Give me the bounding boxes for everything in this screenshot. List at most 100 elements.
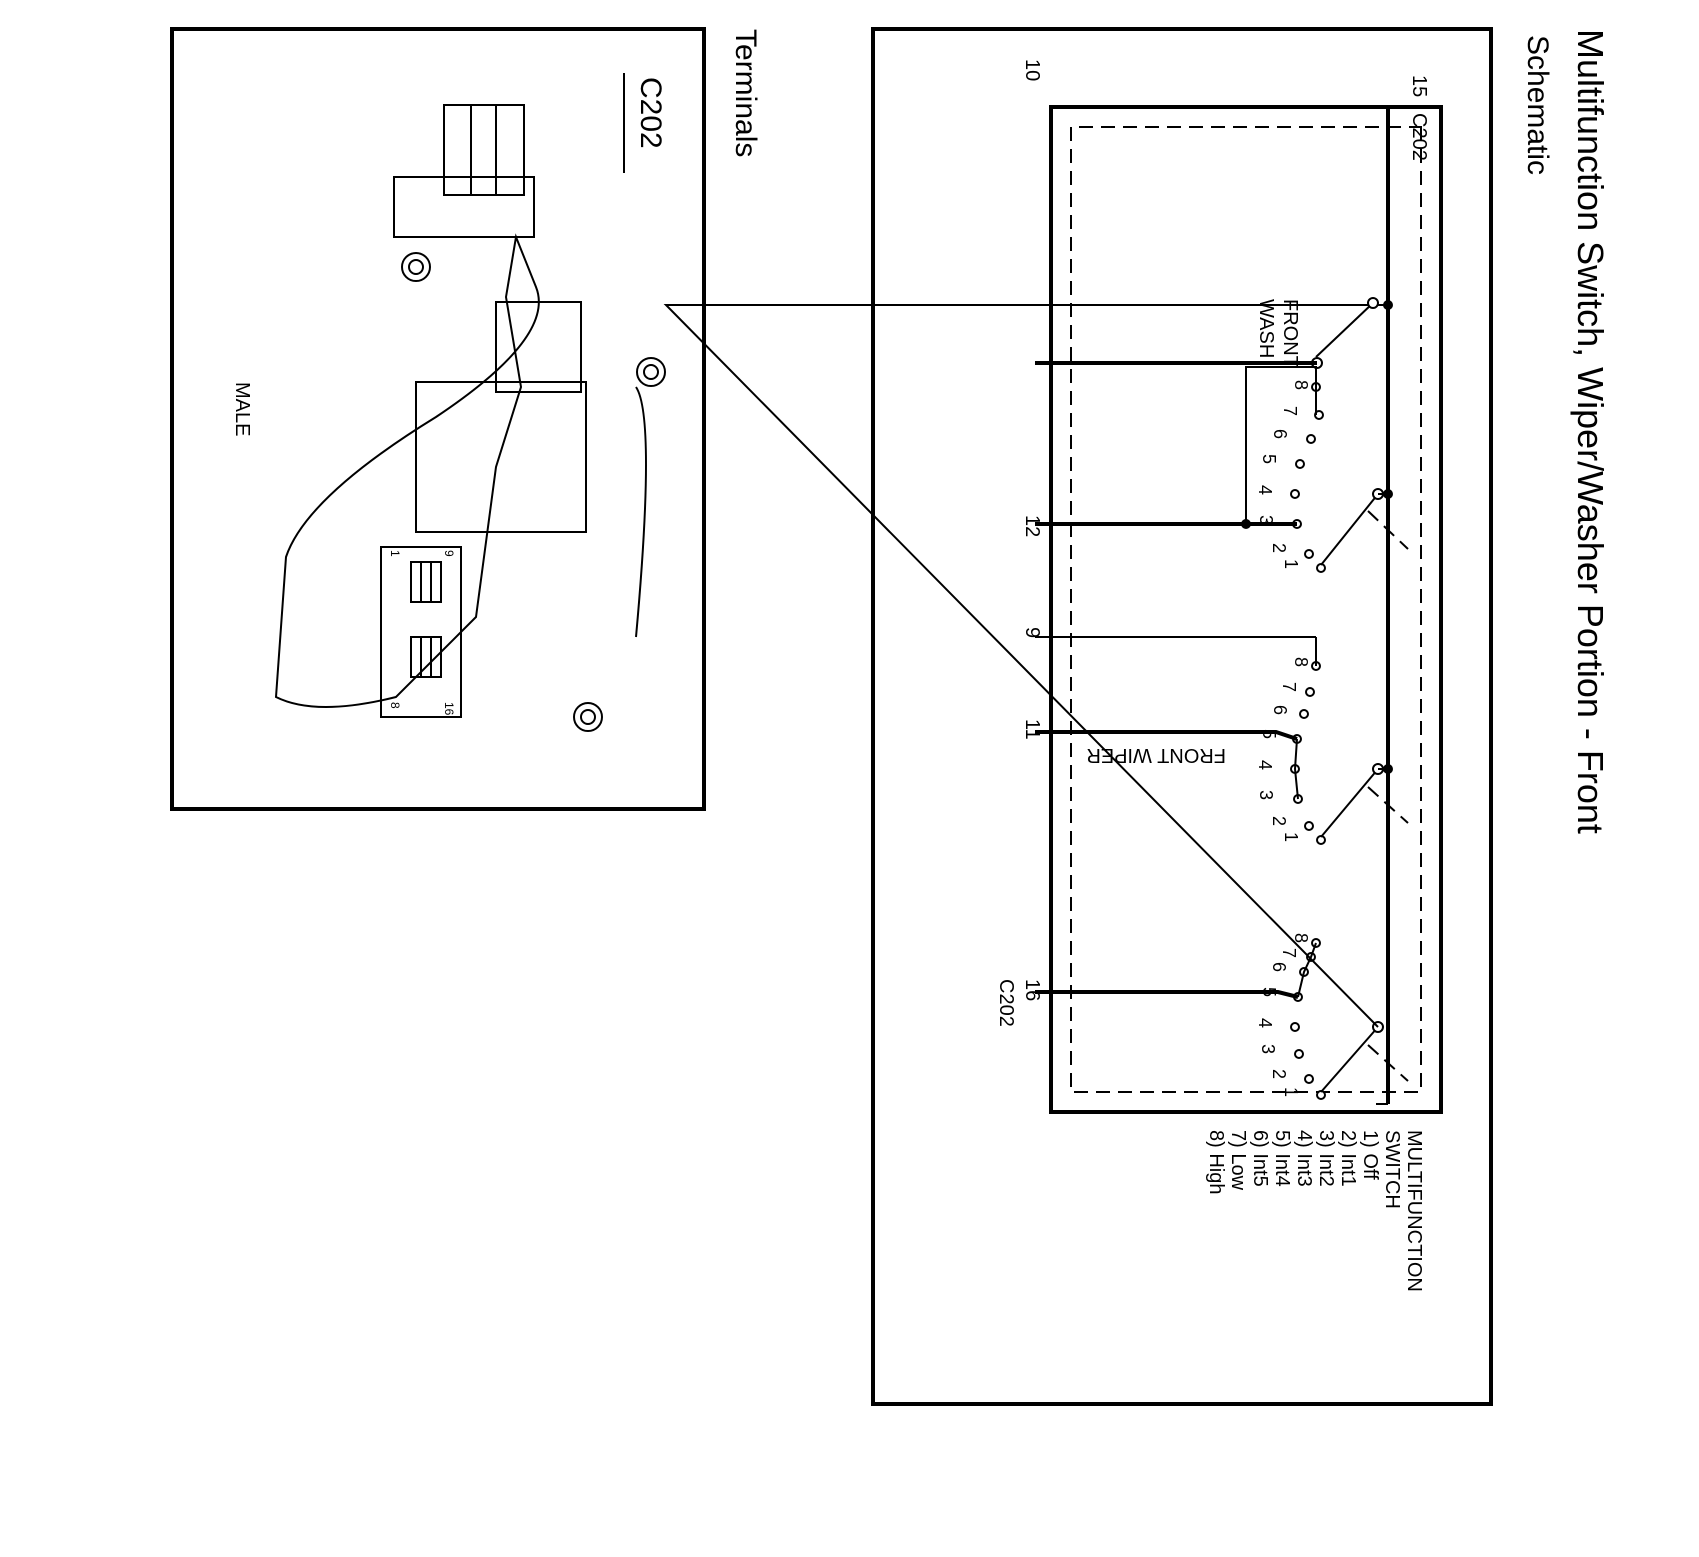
switch-dashed-boundary xyxy=(1070,126,1422,1093)
switch-c-label-3: 3 xyxy=(1258,1044,1278,1054)
switch-a-pos-4 xyxy=(1290,489,1300,499)
connector-label-top: C202 xyxy=(1408,113,1430,161)
pin-label-9: 9 xyxy=(442,550,456,557)
mount-hole-3 xyxy=(573,702,603,732)
wire-12-tie-to-7 xyxy=(1245,366,1317,524)
switch-c-label-1: 1 xyxy=(1281,1087,1301,1097)
mount-hole-1 xyxy=(401,252,431,282)
legend-item-5: 5) Int4 xyxy=(1271,1130,1293,1187)
switch-a-label-8: 8 xyxy=(1291,380,1311,390)
switch-b-pos-2 xyxy=(1304,821,1314,831)
switch-c-mechanical-link xyxy=(1367,1044,1409,1082)
wash-label-2: WASH xyxy=(1255,299,1277,358)
switch-c-label-8: 8 xyxy=(1291,933,1311,943)
pin-label-8: 8 xyxy=(388,702,402,709)
switch-b-label-3: 3 xyxy=(1256,790,1276,800)
switch-a-label-7: 7 xyxy=(1280,406,1300,416)
switch-b-label-8: 8 xyxy=(1291,657,1311,667)
switch-a-rotor xyxy=(1320,493,1379,566)
position-legend: MULTIFUNCTION SWITCH 1) Off 2) Int1 3) I… xyxy=(1205,1130,1425,1292)
switch-b-label-7: 7 xyxy=(1279,682,1299,692)
switch-a-label-6: 6 xyxy=(1270,429,1290,439)
switch-c-bridge xyxy=(1297,942,1317,998)
switch-c-label-2: 2 xyxy=(1269,1069,1289,1079)
wire-label-15: 15 xyxy=(1408,75,1430,97)
switch-a-pos-6 xyxy=(1306,434,1316,444)
mount-hole-3-inner xyxy=(580,709,596,725)
pin-label-16: 16 xyxy=(442,702,456,716)
wash-blade xyxy=(1315,302,1374,358)
front-wiper-label: FRONT WIPER xyxy=(1086,744,1226,766)
switch-b-label-4: 4 xyxy=(1255,760,1275,770)
connector-label-bottom: C202 xyxy=(995,979,1017,1027)
legend-item-3: 3) Int2 xyxy=(1315,1130,1337,1187)
connector-plug-top xyxy=(443,104,525,196)
legend-title-2: SWITCH xyxy=(1381,1130,1403,1209)
switch-b-pos-7 xyxy=(1305,687,1315,697)
pin-block-2 xyxy=(410,636,442,678)
rotary-switch-b: 8 7 6 5 4 3 2 1 xyxy=(1255,637,1409,845)
mount-hole-2 xyxy=(636,357,666,387)
wash-label-1: FRONT xyxy=(1279,299,1301,368)
rotated-page: Multifunction Switch, Wiper/Washer Porti… xyxy=(170,27,1611,1406)
switch-a-label-3: 3 xyxy=(1256,515,1276,525)
mount-hole-2-inner xyxy=(643,364,659,380)
terminals-heading: Terminals xyxy=(729,29,762,157)
wash-contact-common xyxy=(1367,297,1379,309)
bus-to-c xyxy=(663,304,1379,1028)
switch-c-pos-2 xyxy=(1304,1074,1314,1084)
legend-title-1: MULTIFUNCTION xyxy=(1403,1130,1425,1292)
switch-a-pos-2 xyxy=(1304,549,1314,559)
switch-a-label-2: 2 xyxy=(1269,543,1289,553)
legend-item-2: 2) Int1 xyxy=(1337,1130,1359,1187)
legend-item-7: 7) Low xyxy=(1227,1130,1249,1191)
switch-c-label-6: 6 xyxy=(1269,962,1289,972)
mount-hole-1-inner xyxy=(408,259,424,275)
connector-gender-label: MALE xyxy=(231,382,253,436)
pin-label-1: 1 xyxy=(388,550,402,557)
switch-b-rotor xyxy=(1320,768,1379,838)
switch-b-pos-1 xyxy=(1316,835,1326,845)
wire-label-12: 12 xyxy=(1021,515,1043,537)
switch-c-label-4: 4 xyxy=(1255,1018,1275,1028)
switch-a-pos-5 xyxy=(1295,459,1305,469)
switch-c-pos-3 xyxy=(1294,1049,1304,1059)
switch-housing xyxy=(1049,105,1443,1114)
schematic-heading: Schematic xyxy=(1521,35,1554,175)
rotary-switch-c: 8 7 6 5 4 3 2 1 xyxy=(1255,933,1409,1100)
terminal-cavity xyxy=(380,546,462,718)
switch-b-pos-6 xyxy=(1299,709,1309,719)
connector-housing xyxy=(274,233,540,708)
wire-label-16: 16 xyxy=(1021,979,1043,1001)
switch-b-mechanical-link xyxy=(1367,786,1409,824)
switch-c-rotor xyxy=(1320,1026,1379,1093)
wire-label-11: 11 xyxy=(1021,719,1043,740)
legend-item-1: 1) Off xyxy=(1359,1130,1381,1180)
switch-b-label-5: 5 xyxy=(1259,729,1279,739)
legend-item-8: 8) High xyxy=(1205,1130,1227,1194)
switch-b-bridge xyxy=(1293,738,1299,800)
switch-a-label-4: 4 xyxy=(1255,485,1275,495)
terminals-frame xyxy=(170,27,706,811)
body-panel xyxy=(415,381,587,533)
page-title: Multifunction Switch, Wiper/Washer Porti… xyxy=(1570,29,1611,834)
body-ridge xyxy=(635,386,647,638)
switch-c-label-7: 7 xyxy=(1279,948,1299,958)
wire-11 xyxy=(1035,730,1298,741)
switch-b-label-6: 6 xyxy=(1270,705,1290,715)
switch-a-pos-1 xyxy=(1316,563,1326,573)
wire-label-9: 9 xyxy=(1021,627,1043,638)
switch-a-label-5: 5 xyxy=(1259,454,1279,464)
bracket xyxy=(495,301,582,393)
switch-b-label-2: 2 xyxy=(1269,816,1289,826)
connector-illustration: 1 8 9 16 xyxy=(274,104,666,732)
wire-16 xyxy=(1035,990,1299,999)
switch-c-pos-1 xyxy=(1316,1090,1326,1100)
legend-item-6: 6) Int5 xyxy=(1249,1130,1271,1187)
switch-c-pos-4 xyxy=(1290,1022,1300,1032)
legend-item-4: 4) Int3 xyxy=(1293,1130,1315,1187)
pin-block-1 xyxy=(410,561,442,603)
switch-a-label-1: 1 xyxy=(1281,559,1301,569)
